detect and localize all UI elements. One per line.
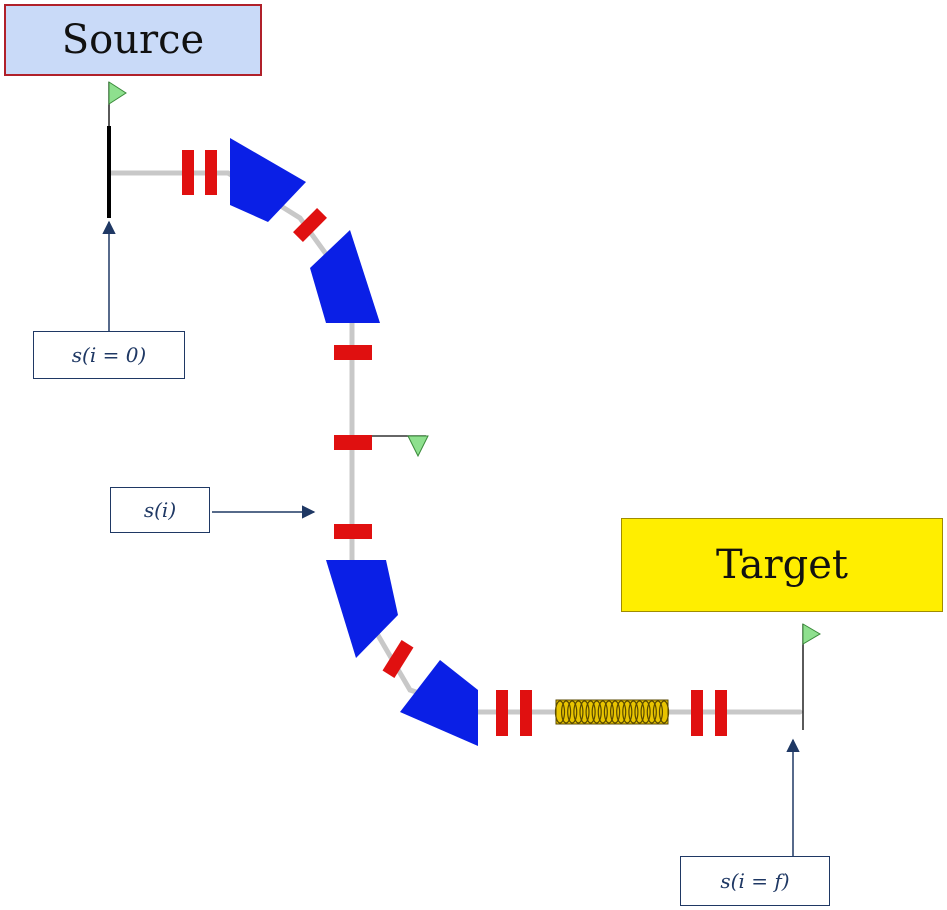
quadrupole [334,435,372,450]
solenoid-coil [609,700,621,724]
dipole-magnet [230,138,306,222]
quadrupole [334,345,372,360]
solenoid-coil [560,700,572,724]
position-label-end: s(i = f) [680,856,830,906]
quadrupole [496,690,508,736]
position-label-middle-text: s(i) [143,498,177,522]
quadrupole [691,690,703,736]
beam-pipe [107,170,803,715]
solenoid-coil [622,700,633,724]
start-marker [107,81,127,218]
solenoid-coil [585,700,596,724]
target-box: Target [621,518,943,612]
solenoid-coil [652,700,664,724]
solenoid-coil [658,700,670,724]
source-box: Source [4,4,262,76]
quadrupole-doublet-middle [496,690,532,736]
solenoid-coil [573,700,584,724]
quadrupole [334,524,372,539]
solenoid-coil [603,700,615,724]
quadrupole [382,640,414,678]
quadrupole [205,150,217,195]
quadrupole-doublet-end [691,690,727,736]
quadrupole [715,690,727,736]
quadrupole [182,150,194,195]
solenoid-coil [628,700,639,724]
dipole-magnet [326,560,398,658]
source-label: Source [61,17,205,63]
solenoid-coils [554,700,670,724]
start-marker-flag [108,81,127,105]
position-label-middle: s(i) [110,487,210,533]
position-label-start-text: s(i = 0) [71,343,147,367]
end-marker-flag [802,623,821,645]
solenoid-coil [591,700,602,724]
dipole-magnet [310,230,380,323]
target-label: Target [716,542,848,588]
quadrupole [293,208,327,242]
solenoid [554,699,670,725]
position-label-end-text: s(i = f) [720,869,790,893]
solenoid-coil [616,700,627,724]
solenoid-coil [567,700,578,724]
solenoid-coil [640,700,651,724]
dipole-magnet [400,660,478,746]
solenoid-coil [554,700,566,724]
solenoid-coil [579,700,590,724]
quadrupole-doublet-start [182,150,217,195]
solenoid-coil [597,700,608,724]
middle-marker [372,435,429,458]
position-label-start: s(i = 0) [33,331,185,379]
solenoid-coil [634,700,645,724]
quadrupole [520,690,532,736]
middle-marker-flag [407,435,429,458]
end-marker [802,623,821,730]
solenoid-coil [646,700,657,724]
